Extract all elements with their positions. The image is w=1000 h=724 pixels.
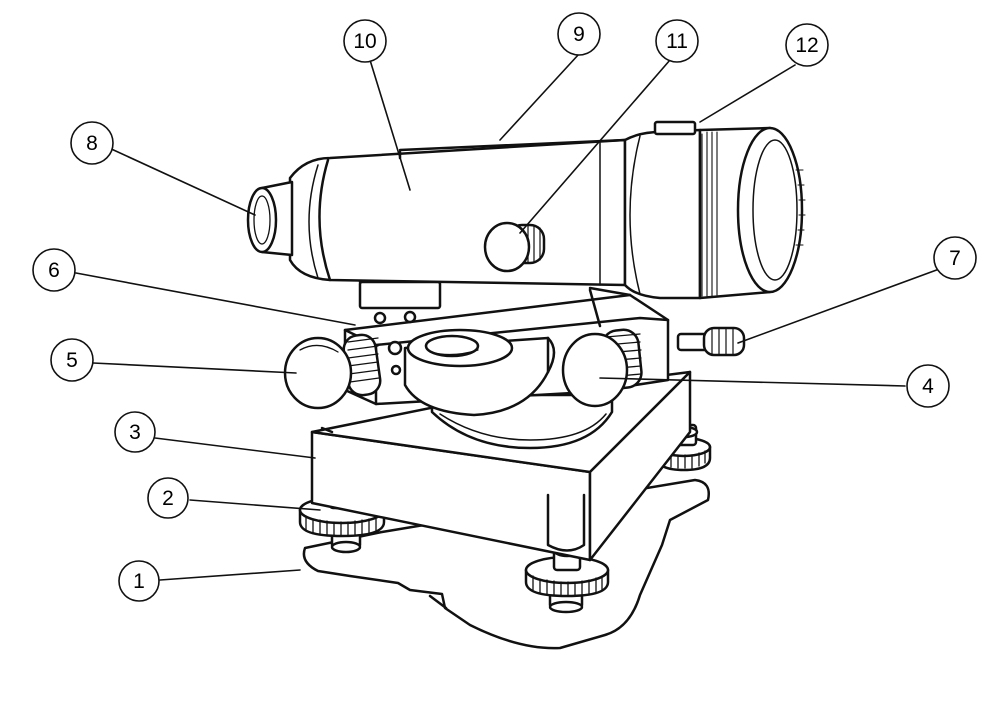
callout-label: 8 bbox=[86, 132, 98, 155]
callout-label: 1 bbox=[133, 570, 145, 593]
telescope-tube bbox=[288, 138, 627, 287]
callout-label: 10 bbox=[353, 30, 376, 53]
leader-3 bbox=[154, 437, 316, 459]
leader-11 bbox=[519, 59, 671, 234]
callout-label: 3 bbox=[129, 421, 141, 444]
callout-12: 12 bbox=[785, 23, 829, 67]
leader-8 bbox=[106, 146, 256, 216]
leader-1 bbox=[159, 569, 301, 581]
callout-9: 9 bbox=[557, 12, 601, 56]
callout-6: 6 bbox=[32, 248, 76, 292]
callout-label: 2 bbox=[162, 487, 174, 510]
callout-label: 12 bbox=[795, 34, 818, 57]
callout-2: 2 bbox=[147, 477, 189, 519]
callout-10: 10 bbox=[343, 19, 387, 63]
leader-5 bbox=[92, 362, 297, 374]
callout-label: 11 bbox=[666, 30, 688, 53]
callout-7: 7 bbox=[933, 236, 977, 280]
callout-3: 3 bbox=[114, 411, 156, 453]
callout-label: 4 bbox=[922, 375, 934, 398]
callout-4: 4 bbox=[906, 364, 950, 408]
callout-1: 1 bbox=[118, 560, 160, 602]
callout-label: 6 bbox=[48, 259, 60, 282]
callout-label: 5 bbox=[66, 349, 78, 372]
leader-2 bbox=[189, 499, 321, 511]
leader-7 bbox=[737, 267, 943, 344]
horizontal-drive-screw-right bbox=[561, 328, 643, 408]
eyepiece bbox=[246, 180, 294, 257]
objective-end bbox=[623, 120, 806, 300]
callout-11: 11 bbox=[655, 19, 699, 63]
callout-5: 5 bbox=[50, 338, 94, 382]
circular-level-housing bbox=[403, 328, 556, 417]
leader-4 bbox=[599, 377, 906, 387]
tangent-screw-7 bbox=[676, 326, 746, 357]
leader-9 bbox=[499, 53, 580, 141]
leader-6 bbox=[75, 272, 356, 326]
callout-label: 9 bbox=[573, 23, 585, 46]
callout-8: 8 bbox=[70, 121, 114, 165]
callout-label: 7 bbox=[949, 247, 961, 270]
slow-motion-screw-left bbox=[283, 333, 382, 410]
leader-10 bbox=[369, 59, 411, 191]
leader-lines bbox=[75, 53, 943, 581]
leader-12 bbox=[699, 64, 796, 123]
